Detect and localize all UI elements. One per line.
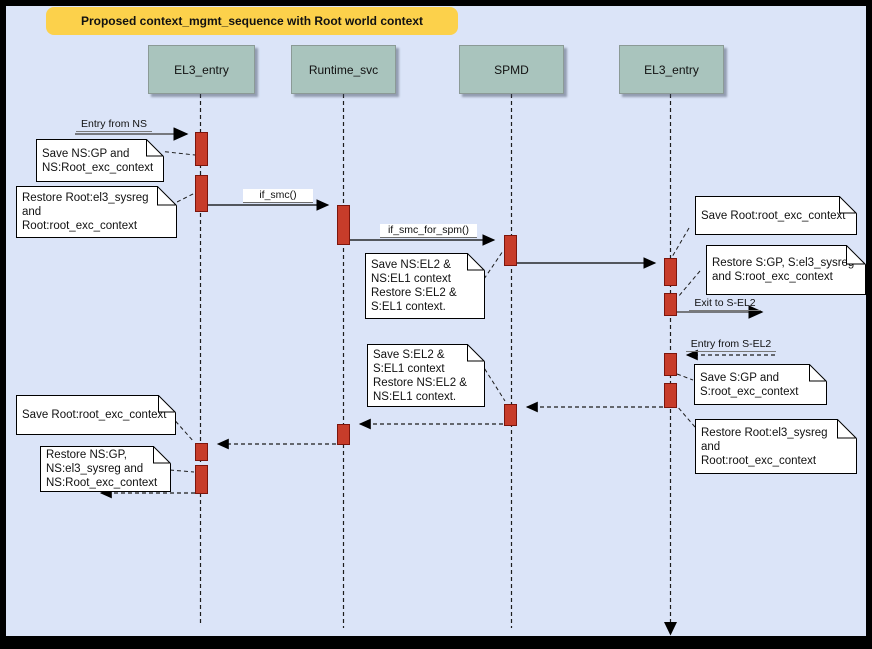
note-fold-icon [467, 253, 485, 271]
activation-bar [664, 353, 677, 376]
message-label-exit-to-sel2: Exit to S-EL2 [689, 297, 761, 311]
lifeline-header-el3-entry-1: EL3_entry [148, 45, 255, 94]
lifeline-end-arrow-icon [664, 622, 677, 636]
note-fold-icon [146, 139, 164, 157]
note-connector [480, 362, 506, 402]
note-text: Save Root:root_exc_context [701, 209, 846, 222]
note-fold-icon [846, 245, 866, 265]
note-connector [483, 250, 504, 280]
note-save-root-exc-context-left: Save Root:root_exc_context [16, 395, 176, 435]
activation-bar [337, 424, 350, 445]
activation-bar [195, 175, 208, 212]
message-label-entry-from-sel2: Entry from S-EL2 [686, 338, 776, 352]
activation-bar [664, 293, 677, 316]
note-connector [170, 415, 195, 443]
note-connector [169, 469, 195, 473]
connectors-layer [75, 94, 775, 636]
note-text: Save S:EL2 & S:EL1 context Restore NS:EL… [373, 348, 467, 403]
activation-bar [664, 258, 677, 286]
note-connector [671, 227, 690, 258]
note-save-s-el2: Save S:EL2 & S:EL1 context Restore NS:EL… [367, 344, 485, 407]
note-save-ns-gp: Save NS:GP and NS:Root_exc_context [36, 139, 164, 182]
note-text: Save NS:EL2 & NS:EL1 context Restore S:E… [371, 259, 457, 313]
note-restore-root-el3-sysreg-right: Restore Root:el3_sysreg and Root:root_ex… [695, 419, 857, 474]
activation-bar [337, 205, 350, 245]
note-text: Restore S:GP, S:el3_sysreg and S:root_ex… [712, 257, 855, 283]
note-connector [677, 270, 701, 298]
note-connector [675, 404, 696, 428]
note-restore-root-el3-sysreg: Restore Root:el3_sysreg and Root:root_ex… [16, 186, 177, 238]
note-connector [676, 373, 694, 381]
message-label-if-smc: if_smc() [243, 189, 313, 203]
note-text: Save S:GP and S:root_exc_context [700, 371, 799, 398]
activation-bar [195, 132, 208, 166]
note-text: Restore Root:el3_sysreg and Root:root_ex… [701, 426, 828, 467]
note-fold-icon [839, 196, 857, 214]
note-text: Restore Root:el3_sysreg and Root:root_ex… [22, 192, 149, 232]
lifeline-header-el3-entry-2: EL3_entry [619, 45, 724, 94]
note-fold-icon [809, 364, 827, 382]
diagram-canvas: Proposed context_mgmt_sequence with Root… [6, 6, 866, 636]
note-text: Save NS:GP and NS:Root_exc_context [42, 147, 154, 174]
note-fold-icon [153, 446, 171, 464]
activation-bar [504, 235, 517, 266]
activation-bar [195, 443, 208, 461]
note-fold-icon [158, 395, 176, 413]
note-save-root-exc-context-right: Save Root:root_exc_context [695, 196, 857, 235]
note-fold-icon [467, 344, 485, 362]
message-label-if-smc-for-spm: if_smc_for_spm() [380, 224, 477, 238]
note-restore-ns-gp: Restore NS:GP, NS:el3_sysreg and NS:Root… [40, 446, 171, 492]
note-text: Save Root:root_exc_context [22, 409, 167, 421]
message-label-entry-from-ns: Entry from NS [76, 118, 152, 132]
lifeline-header-runtime-svc: Runtime_svc [291, 45, 396, 94]
activation-bar [504, 404, 517, 426]
note-fold-icon [837, 419, 857, 439]
diagram-title: Proposed context_mgmt_sequence with Root… [46, 7, 458, 35]
note-text: Restore NS:GP, NS:el3_sysreg and NS:Root… [46, 449, 158, 489]
note-save-s-gp: Save S:GP and S:root_exc_context [694, 364, 827, 405]
note-connector [176, 192, 196, 203]
activation-bar [664, 383, 677, 408]
activation-bar [195, 465, 208, 494]
note-fold-icon [157, 186, 177, 206]
note-restore-s-gp: Restore S:GP, S:el3_sysreg and S:root_ex… [706, 245, 866, 295]
lifeline-header-spmd: SPMD [459, 45, 564, 94]
note-connector [157, 150, 196, 156]
note-save-ns-el2: Save NS:EL2 & NS:EL1 context Restore S:E… [365, 253, 485, 319]
